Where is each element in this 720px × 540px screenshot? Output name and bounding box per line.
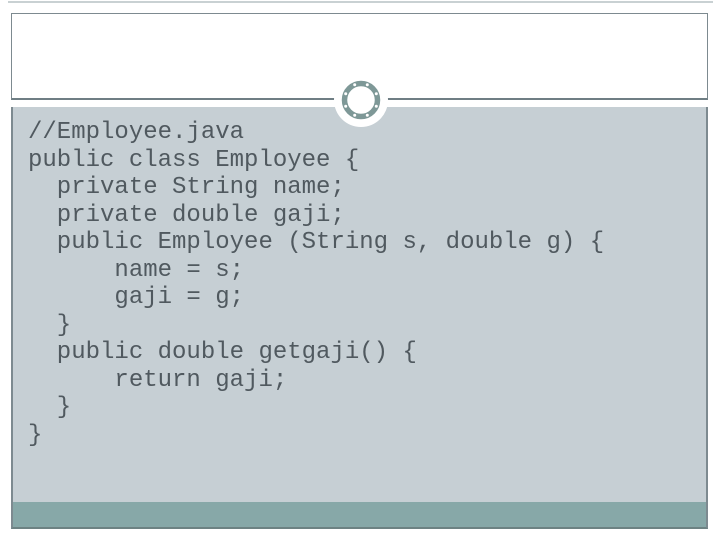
code-block: //Employee.java public class Employee { …	[28, 119, 605, 449]
top-hairline-rule	[8, 1, 713, 3]
content-frame: //Employee.java public class Employee { …	[11, 107, 708, 529]
ring-ornament-icon	[341, 80, 381, 120]
code-panel: //Employee.java public class Employee { …	[13, 107, 706, 502]
footer-accent-bar	[13, 502, 706, 527]
